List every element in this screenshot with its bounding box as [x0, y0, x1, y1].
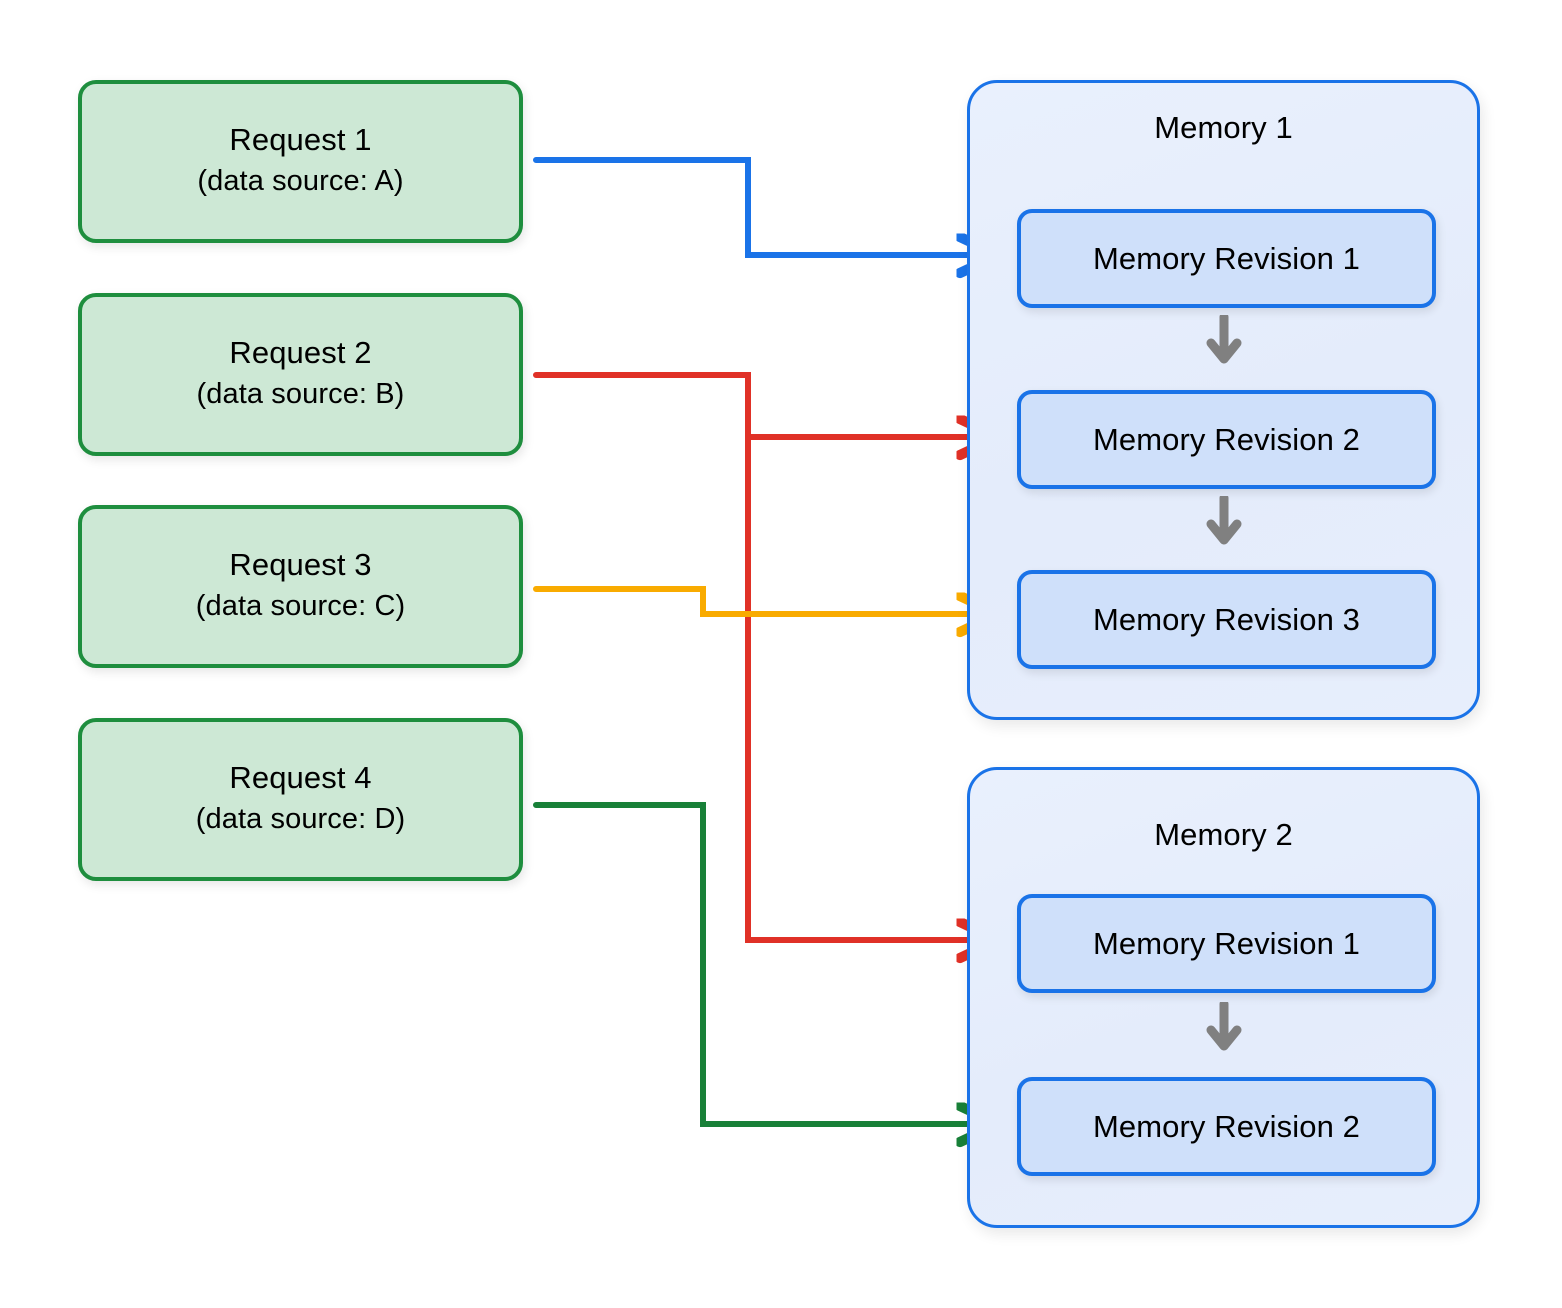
memory-container-1[interactable]: Memory 1 Memory Revision 1 Memory Revisi… [967, 80, 1480, 720]
revision-label: Memory Revision 3 [1092, 601, 1360, 637]
request-box-1[interactable]: Request 1 (data source: A) [78, 80, 523, 243]
memory-container-2[interactable]: Memory 2 Memory Revision 1 Memory Revisi… [967, 767, 1480, 1228]
request-subtitle: (data source: B) [196, 377, 405, 410]
memory-1-revision-2[interactable]: Memory Revision 2 [1017, 390, 1436, 489]
connector-request-2-branch-b [745, 372, 996, 940]
request-box-4[interactable]: Request 4 (data source: D) [78, 718, 523, 881]
flow-arrow-down-icon [970, 1002, 1477, 1054]
request-box-2[interactable]: Request 2 (data source: B) [78, 293, 523, 456]
connector-request-3 [533, 586, 996, 614]
request-subtitle: (data source: D) [195, 802, 406, 835]
revision-label: Memory Revision 1 [1092, 925, 1360, 961]
request-title: Request 1 [229, 122, 372, 158]
connector-request-1 [533, 157, 996, 255]
request-title: Request 4 [229, 760, 372, 796]
request-subtitle: (data source: C) [195, 589, 406, 622]
revision-label: Memory Revision 2 [1092, 421, 1360, 457]
connector-request-4 [533, 802, 996, 1124]
flow-arrow-down-icon [970, 496, 1477, 548]
request-title: Request 3 [229, 547, 372, 583]
request-box-3[interactable]: Request 3 (data source: C) [78, 505, 523, 668]
memory-1-revision-3[interactable]: Memory Revision 3 [1017, 570, 1436, 669]
flow-arrow-down-icon [970, 315, 1477, 367]
memory-title: Memory 2 [1154, 817, 1293, 852]
revision-label: Memory Revision 2 [1092, 1108, 1360, 1144]
connector-request-2-branch-a [533, 372, 996, 437]
memory-title: Memory 1 [1154, 110, 1293, 145]
memory-2-revision-1[interactable]: Memory Revision 1 [1017, 894, 1436, 993]
memory-2-revision-2[interactable]: Memory Revision 2 [1017, 1077, 1436, 1176]
revision-label: Memory Revision 1 [1092, 240, 1360, 276]
request-subtitle: (data source: A) [197, 164, 404, 197]
request-title: Request 2 [229, 335, 372, 371]
memory-1-revision-1[interactable]: Memory Revision 1 [1017, 209, 1436, 308]
